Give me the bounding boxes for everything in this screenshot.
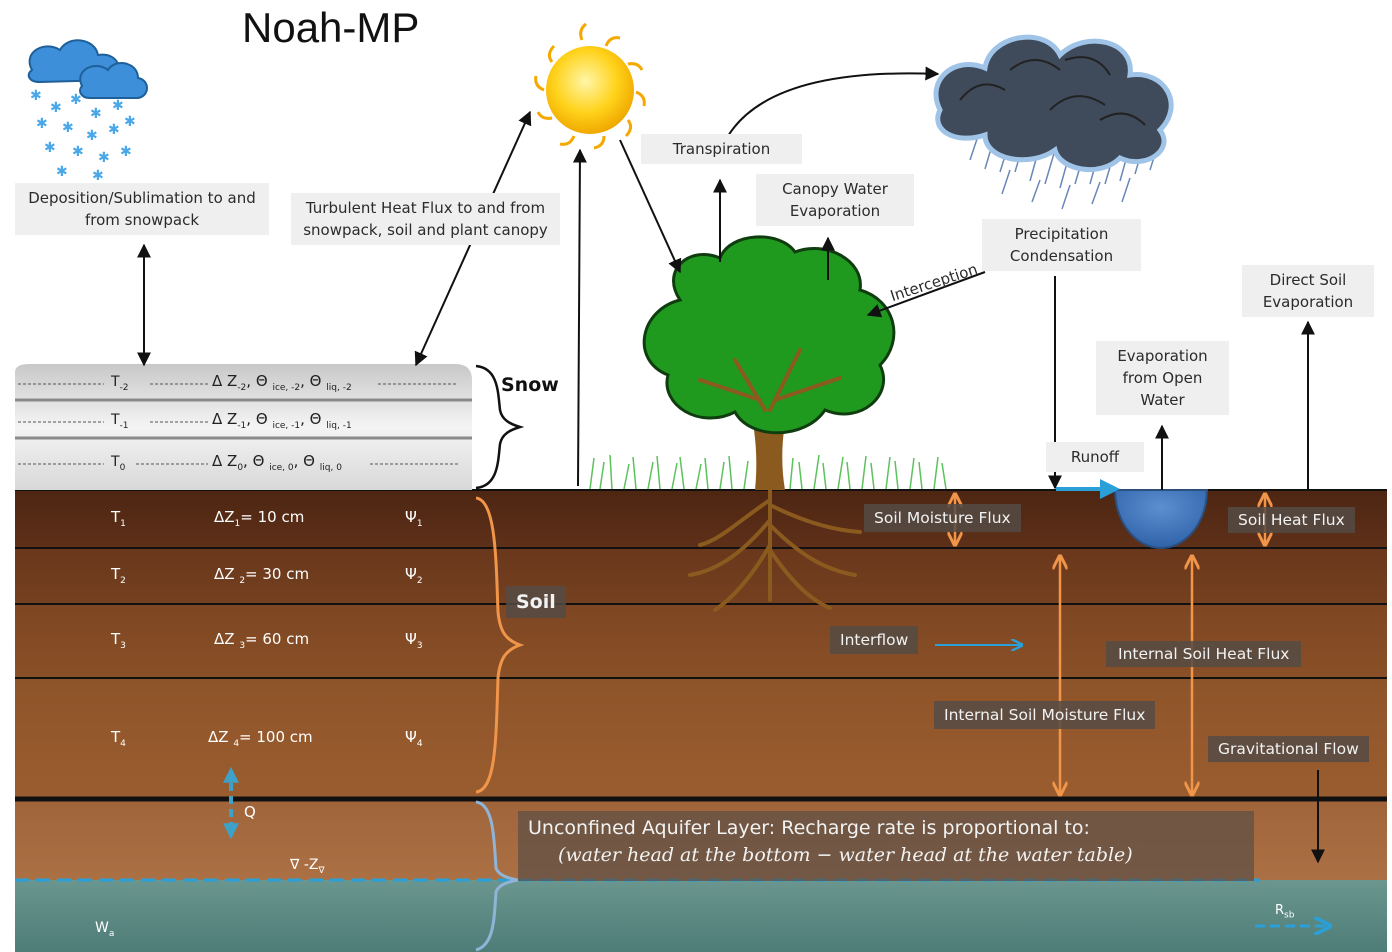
open-water-evaporation-label: Evaporation from Open Water bbox=[1096, 341, 1229, 415]
svg-text:✱: ✱ bbox=[86, 128, 98, 144]
transpiration-label: Transpiration bbox=[641, 134, 802, 164]
tree-roots bbox=[688, 488, 862, 612]
svg-text:✱: ✱ bbox=[120, 144, 132, 160]
page-title: Noah-MP bbox=[242, 4, 420, 51]
rain-cloud-icon bbox=[933, 34, 1174, 210]
soil-layer-2 bbox=[15, 548, 1387, 604]
soil-moisture-flux-label: Soil Moisture Flux bbox=[864, 504, 1021, 532]
snow-layer-row: Δ Z-1, Θ ice, -1, Θ liq, -1 bbox=[212, 410, 352, 431]
svg-text:✱: ✱ bbox=[36, 116, 48, 132]
svg-text:✱: ✱ bbox=[50, 100, 62, 116]
snow-layer-row: Δ Z-2, Θ ice, -2, Θ liq, -2 bbox=[212, 372, 352, 393]
aquifer-line-2: (water head at the bottom − water head a… bbox=[558, 844, 1133, 866]
grass bbox=[589, 454, 947, 490]
groundwater bbox=[15, 880, 1387, 952]
direct-soil-evaporation-label: Direct Soil Evaporation bbox=[1242, 265, 1374, 317]
turbulent-heat-flux-label: Turbulent Heat Flux to and from snowpack… bbox=[291, 193, 560, 245]
snow-cloud-icon: ✱✱✱✱ ✱✱✱✱ ✱✱✱✱ ✱✱✱✱ bbox=[27, 39, 148, 184]
svg-text:✱: ✱ bbox=[108, 122, 120, 138]
svg-text:✱: ✱ bbox=[44, 140, 56, 156]
svg-text:✱: ✱ bbox=[124, 114, 136, 130]
soil-layer-4 bbox=[15, 678, 1387, 799]
runoff-label: Runoff bbox=[1046, 442, 1144, 472]
snowpack bbox=[15, 364, 472, 490]
soil-layer-psi: Ψ3 bbox=[405, 630, 423, 651]
interflow-label: Interflow bbox=[830, 626, 919, 654]
gravitational-flow-label: Gravitational Flow bbox=[1208, 736, 1369, 762]
aquifer-line-1: Unconfined Aquifer Layer: Recharge rate … bbox=[528, 817, 1090, 839]
soil-layer-dz: ΔZ 4= 100 cm bbox=[208, 728, 313, 749]
aquifer-storage-label: Wa bbox=[95, 920, 115, 939]
svg-text:✱: ✱ bbox=[112, 98, 124, 114]
soil-layer-psi: Ψ2 bbox=[405, 565, 423, 586]
svg-text:✱: ✱ bbox=[56, 164, 68, 180]
canopy-water-evaporation-label: Canopy Water Evaporation bbox=[756, 174, 914, 226]
sun-icon bbox=[534, 22, 646, 150]
soil-layer-t: T2 bbox=[111, 565, 126, 586]
svg-text:✱: ✱ bbox=[90, 106, 102, 122]
aquifer-brace bbox=[475, 800, 519, 952]
soil-layer-dz: ΔZ 2= 30 cm bbox=[214, 565, 310, 586]
aquifer-description: Unconfined Aquifer Layer: Recharge rate … bbox=[518, 811, 1254, 881]
rsb-label: Rsb bbox=[1275, 903, 1295, 921]
soil-layer-t: T1 bbox=[111, 508, 126, 529]
soil-layer-psi: Ψ1 bbox=[405, 508, 423, 529]
soil-label: Soil bbox=[506, 586, 566, 618]
snow-layer-row: Δ Z0, Θ ice, 0, Θ liq, 0 bbox=[212, 452, 342, 473]
snow-brace bbox=[475, 364, 525, 490]
soil-heat-flux-label: Soil Heat Flux bbox=[1228, 507, 1355, 533]
soil-layer-psi: Ψ4 bbox=[405, 728, 423, 749]
soil-layer-dz: ΔZ1= 10 cm bbox=[214, 508, 305, 529]
q-label: Q bbox=[244, 803, 256, 821]
soil-layer-t: T4 bbox=[111, 728, 126, 749]
snow-label: Snow bbox=[501, 374, 559, 396]
internal-soil-heat-flux-label: Internal Soil Heat Flux bbox=[1106, 641, 1302, 667]
svg-text:✱: ✱ bbox=[62, 120, 74, 136]
deposition-label: Deposition/Sublimation to and from snowp… bbox=[15, 183, 269, 235]
pond bbox=[1113, 489, 1209, 549]
water-table-depth-label: ∇ -Z∇ bbox=[290, 857, 325, 876]
svg-text:✱: ✱ bbox=[98, 150, 110, 166]
soil-brace bbox=[475, 496, 525, 794]
soil-layer-dz: ΔZ 3= 60 cm bbox=[214, 630, 310, 651]
snow-layer-row: T-1 bbox=[111, 412, 129, 431]
svg-text:✱: ✱ bbox=[70, 92, 82, 108]
svg-text:✱: ✱ bbox=[72, 144, 84, 160]
internal-soil-moisture-flux-label: Internal Soil Moisture Flux bbox=[934, 701, 1156, 729]
svg-text:✱: ✱ bbox=[92, 168, 104, 184]
tree-canopy bbox=[642, 235, 896, 435]
snow-layer-row: T-2 bbox=[111, 374, 129, 393]
snow-layer-row: T0 bbox=[111, 454, 126, 473]
svg-text:✱: ✱ bbox=[30, 88, 42, 104]
precipitation-condensation-label: Precipitation Condensation bbox=[982, 219, 1141, 271]
soil-layer-t: T3 bbox=[111, 630, 126, 651]
